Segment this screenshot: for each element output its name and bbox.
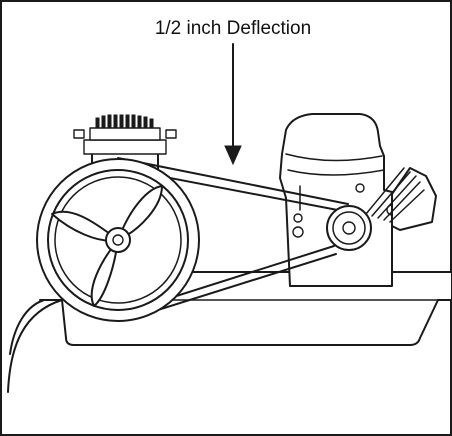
air-tank — [7, 299, 63, 393]
flywheel-fan-blades — [51, 185, 163, 307]
deflection-label: 1/2 inch Deflection — [155, 18, 311, 39]
deflection-arrow — [224, 43, 242, 166]
flywheel — [36, 158, 200, 322]
engine-cooling-fins — [365, 167, 425, 223]
cooling-fins — [95, 114, 154, 129]
engine — [279, 113, 437, 287]
motor-pulley — [326, 205, 372, 251]
